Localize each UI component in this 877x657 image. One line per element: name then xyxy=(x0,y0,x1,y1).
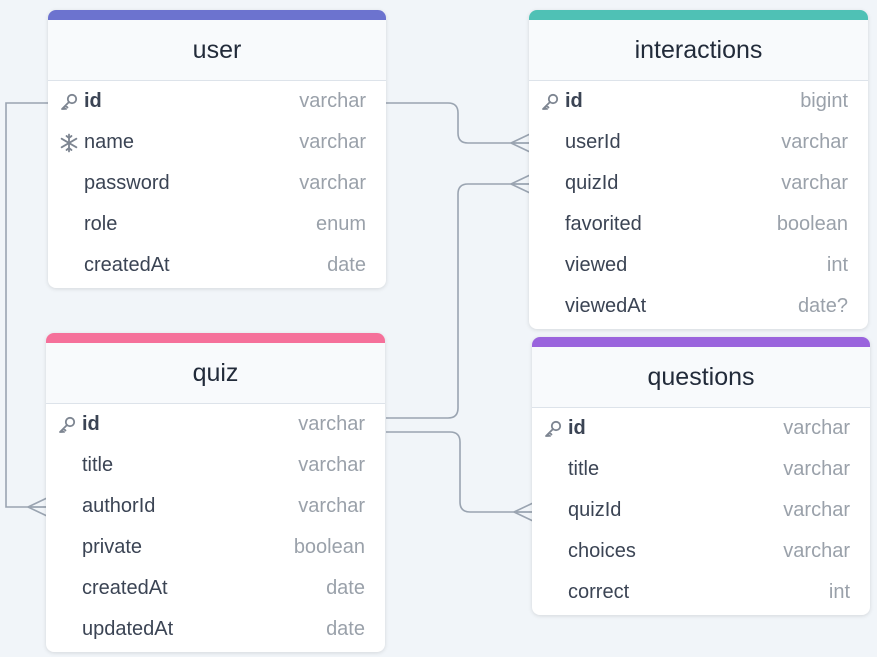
key-icon xyxy=(56,404,78,445)
field-name: favorited xyxy=(565,213,642,235)
field-row-authorid[interactable]: authorId varchar xyxy=(46,486,385,527)
field-row-choices[interactable]: choices varchar xyxy=(532,531,870,572)
field-name: userId xyxy=(565,131,621,153)
field-name: private xyxy=(82,536,143,558)
field-type: varchar xyxy=(299,172,366,194)
field-row-password[interactable]: password varchar xyxy=(48,163,386,204)
field-type: date? xyxy=(797,295,848,317)
field-name: viewedAt xyxy=(565,295,647,317)
field-type: varchar xyxy=(781,172,848,194)
field-name: authorId xyxy=(82,495,156,517)
relation-user-quiz xyxy=(5,102,48,508)
field-name: viewed xyxy=(565,254,628,276)
key-icon xyxy=(58,81,80,122)
field-type: varchar xyxy=(781,131,848,153)
crowfoot-icon xyxy=(27,497,48,517)
field-type: varchar xyxy=(298,413,365,435)
field-name: createdAt xyxy=(84,254,170,276)
field-row-id[interactable]: id varchar xyxy=(532,408,870,449)
field-row-id[interactable]: id bigint xyxy=(529,81,868,122)
relation-quiz-interactions xyxy=(386,183,530,419)
crowfoot-icon xyxy=(510,174,531,194)
table-title: questions xyxy=(532,347,870,408)
field-name: password xyxy=(84,172,170,194)
table-interactions[interactable]: interactions id bigint userId varchar quizId v… xyxy=(529,10,868,329)
field-type: boolean xyxy=(293,536,365,558)
field-type: varchar xyxy=(783,499,850,521)
table-title: user xyxy=(48,20,386,81)
field-type: varchar xyxy=(299,131,366,153)
field-row-favorited[interactable]: favorited boolean xyxy=(529,204,868,245)
field-name: updatedAt xyxy=(82,618,174,640)
crowfoot-icon xyxy=(510,133,531,153)
field-row-id[interactable]: id varchar xyxy=(46,404,385,445)
table-questions[interactable]: questions id varchar title varchar quizId varc… xyxy=(532,337,870,615)
field-row-userid[interactable]: userId varchar xyxy=(529,122,868,163)
field-name: id xyxy=(568,417,586,439)
field-row-correct[interactable]: correct int xyxy=(532,572,870,613)
relation-user-interactions xyxy=(386,102,530,144)
field-name: createdAt xyxy=(82,577,168,599)
field-type: int xyxy=(826,254,848,276)
field-row-id[interactable]: id varchar xyxy=(48,81,386,122)
field-type: varchar xyxy=(299,90,366,112)
field-row-private[interactable]: private boolean xyxy=(46,527,385,568)
field-row-name[interactable]: name varchar xyxy=(48,122,386,163)
field-row-viewedat[interactable]: viewedAt date? xyxy=(529,286,868,327)
table-color-bar xyxy=(46,333,385,343)
field-type: date xyxy=(327,254,366,276)
field-type: varchar xyxy=(298,454,365,476)
field-name: id xyxy=(82,413,100,435)
table-user[interactable]: user id varchar name varchar password varchar r… xyxy=(48,10,386,288)
field-type: varchar xyxy=(783,540,850,562)
field-name: correct xyxy=(568,581,630,603)
table-color-bar xyxy=(532,337,870,347)
field-name: title xyxy=(82,454,114,476)
field-type: bigint xyxy=(800,90,848,112)
field-row-title[interactable]: title varchar xyxy=(532,449,870,490)
field-type: varchar xyxy=(783,417,850,439)
table-quiz[interactable]: quiz id varchar title varchar authorId varchar… xyxy=(46,333,385,652)
field-name: name xyxy=(84,131,135,153)
table-color-bar xyxy=(48,10,386,20)
field-row-quizid[interactable]: quizId varchar xyxy=(529,163,868,204)
field-row-role[interactable]: role enum xyxy=(48,204,386,245)
field-type: int xyxy=(828,581,850,603)
table-color-bar xyxy=(529,10,868,20)
field-row-createdat[interactable]: createdAt date xyxy=(48,245,386,286)
field-row-createdat[interactable]: createdAt date xyxy=(46,568,385,609)
crowfoot-icon xyxy=(513,502,534,522)
field-name: role xyxy=(84,213,118,235)
field-row-quizid[interactable]: quizId varchar xyxy=(532,490,870,531)
field-type: varchar xyxy=(783,458,850,480)
field-name: id xyxy=(84,90,102,112)
table-title: interactions xyxy=(529,20,868,81)
relation-quiz-questions xyxy=(386,431,533,513)
table-title: quiz xyxy=(46,343,385,404)
field-type: varchar xyxy=(298,495,365,517)
field-name: id xyxy=(565,90,583,112)
key-icon xyxy=(539,81,561,122)
field-type: date xyxy=(326,577,365,599)
field-type: date xyxy=(326,618,365,640)
field-row-updatedat[interactable]: updatedAt date xyxy=(46,609,385,650)
key-icon xyxy=(542,408,564,449)
field-name: quizId xyxy=(565,172,619,194)
field-row-title[interactable]: title varchar xyxy=(46,445,385,486)
field-row-viewed[interactable]: viewed int xyxy=(529,245,868,286)
field-name: choices xyxy=(568,540,636,562)
snowflake-icon xyxy=(58,122,80,163)
field-name: title xyxy=(568,458,600,480)
field-type: boolean xyxy=(776,213,848,235)
field-type: enum xyxy=(315,213,366,235)
field-name: quizId xyxy=(568,499,622,521)
